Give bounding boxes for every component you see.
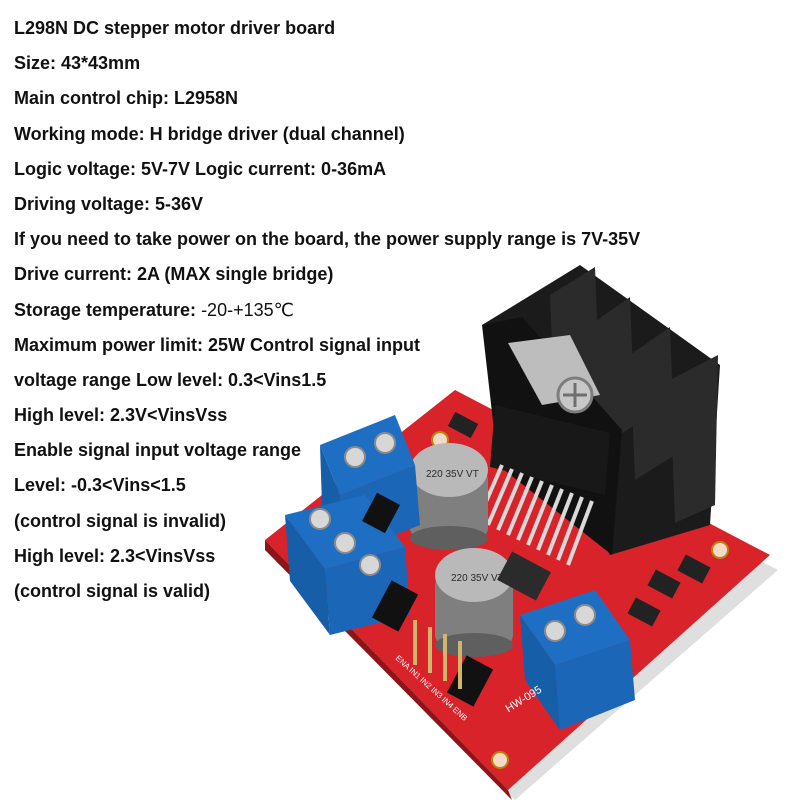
spec-storage-temperature: Storage temperature: -20-+135℃ (14, 296, 734, 331)
jumper-bottom (446, 655, 494, 707)
spec-enable-high-level: High level: 2.3<VinsVss (14, 545, 216, 566)
spec-enable-level: Level: -0.3<Vins<1.5 (14, 475, 186, 496)
spec-logic-voltage: Logic voltage: 5V-7V Logic current: 0-36… (14, 158, 387, 179)
pin-header (413, 620, 462, 689)
diode-component (497, 551, 551, 601)
spec-power-supply-range: If you need to take power on the board, … (14, 229, 641, 250)
smd-component-4 (627, 597, 661, 627)
jumper-top (362, 492, 400, 534)
board-photo: 220 35V VT 220 35V VT (250, 255, 800, 800)
spec-storage-temperature-value: -20-+135℃ (201, 299, 294, 320)
spec-list: L298N DC stepper motor driver board Size… (14, 14, 734, 612)
board-illustration: 220 35V VT 220 35V VT (265, 265, 778, 800)
capacitor-bottom-label: 220 35V VT (451, 573, 504, 584)
jumper-left (371, 580, 419, 632)
spec-high-level: High level: 2.3V<VinsVss (14, 405, 228, 426)
mounting-hole-2 (491, 751, 509, 769)
capacitor-top-label: 220 35V VT (426, 469, 479, 480)
terminal-block-right (520, 590, 635, 730)
capacitor-bottom: 220 35V VT (435, 548, 513, 657)
smd-component-1 (447, 411, 479, 439)
spec-low-level: voltage range Low level: 0.3<Vins1.5 (14, 369, 327, 390)
mounting-hole-1 (711, 541, 729, 559)
spec-drive-current: Drive current: 2A (MAX single bridge) (14, 264, 334, 285)
spec-title: L298N DC stepper motor driver board (14, 18, 336, 38)
spec-driving-voltage: Driving voltage: 5-36V (14, 193, 204, 214)
spec-storage-temperature-label: Storage temperature: (14, 299, 202, 320)
heatsink-fin-4 (670, 355, 718, 523)
capacitor-top: 220 35V VT (410, 443, 488, 550)
spec-size: Size: 43*43mm (14, 53, 141, 74)
smd-component-2 (647, 569, 681, 599)
spec-valid-note: (control signal is valid) (14, 581, 211, 601)
l298n-chip-body (490, 405, 610, 495)
spec-working-mode: Working mode: H bridge driver (dual chan… (14, 123, 405, 144)
heatsink-fin-3 (630, 327, 675, 480)
spec-enable-range: Enable signal input voltage range (14, 440, 302, 461)
spec-main-chip: Main control chip: L2958N (14, 88, 239, 109)
spec-power-limit: Maximum power limit: 25W Control signal … (14, 334, 421, 355)
smd-component-3 (677, 554, 711, 584)
screw-slot (563, 383, 587, 407)
spec-invalid-note: (control signal is invalid) (14, 510, 227, 531)
